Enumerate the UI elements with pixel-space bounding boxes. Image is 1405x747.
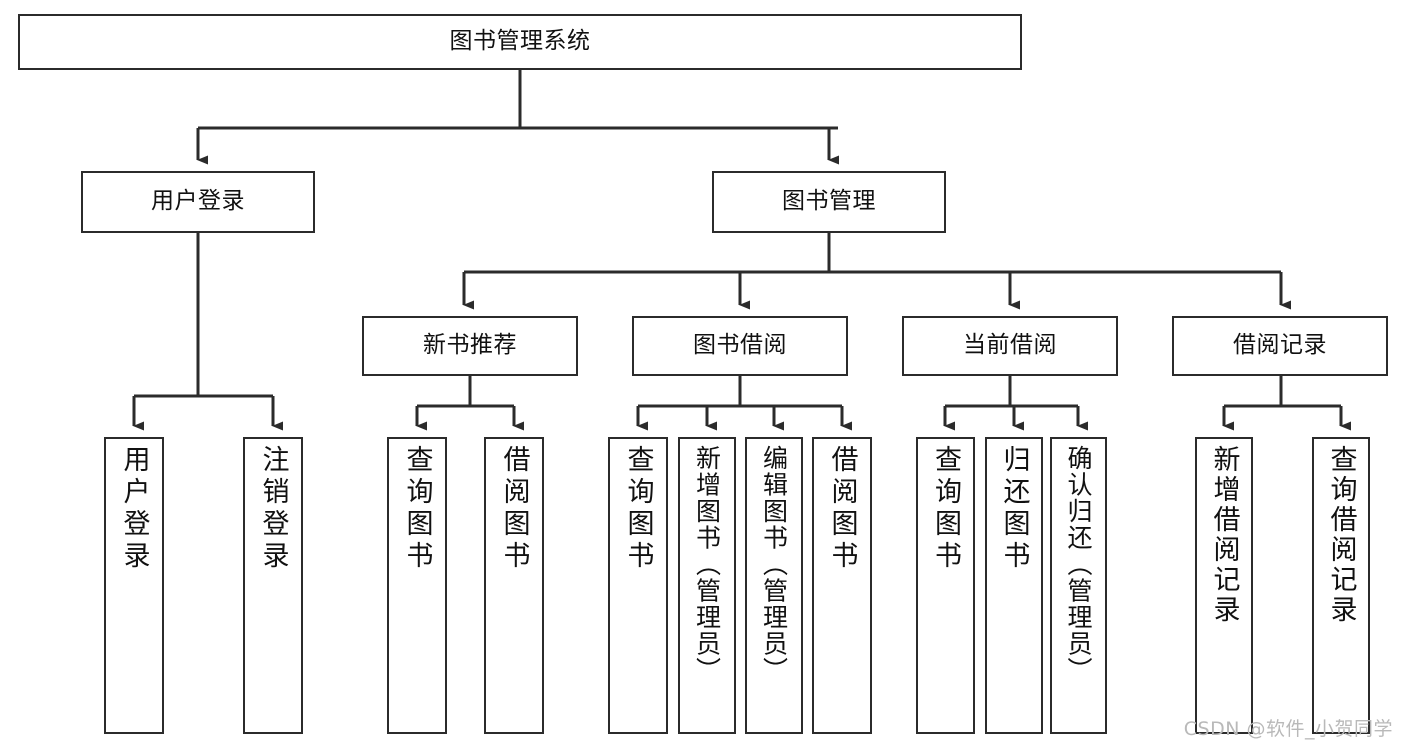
- node-label-leaf-borrow-book-rec: 借阅图书: [498, 445, 530, 573]
- node-leaf-query-book-rec[interactable]: 查询图书: [387, 437, 447, 734]
- node-label-leaf-add-record: 新增借阅记录: [1208, 445, 1240, 625]
- node-book-manage[interactable]: 图书管理: [712, 171, 946, 233]
- node-label-leaf-user-logout: 注销登录: [257, 445, 289, 573]
- node-new-book-rec[interactable]: 新书推荐: [362, 316, 578, 376]
- node-label-leaf-user-login: 用户登录: [118, 445, 150, 573]
- node-leaf-return-book[interactable]: 归还图书: [985, 437, 1043, 734]
- node-current-borrow[interactable]: 当前借阅: [902, 316, 1118, 376]
- node-label-new-book-rec: 新书推荐: [423, 332, 517, 359]
- node-label-book-manage: 图书管理: [782, 188, 876, 215]
- node-label-leaf-query-book-borrow: 查询图书: [622, 445, 654, 573]
- node-label-leaf-query-book-current: 查询图书: [930, 445, 961, 573]
- node-leaf-add-book[interactable]: 新增图书（管理员）: [678, 437, 736, 734]
- node-root[interactable]: 图书管理系统: [18, 14, 1022, 70]
- node-label-leaf-confirm-return: 确认归还（管理员）: [1064, 445, 1093, 684]
- node-book-borrow[interactable]: 图书借阅: [632, 316, 848, 376]
- node-leaf-query-record[interactable]: 查询借阅记录: [1312, 437, 1370, 734]
- node-label-borrow-record: 借阅记录: [1233, 332, 1327, 359]
- node-label-leaf-query-record: 查询借阅记录: [1325, 445, 1357, 625]
- node-label-leaf-add-book: 新增图书（管理员）: [692, 445, 722, 684]
- node-leaf-user-login[interactable]: 用户登录: [104, 437, 164, 734]
- node-leaf-edit-book[interactable]: 编辑图书（管理员）: [745, 437, 803, 734]
- node-borrow-record[interactable]: 借阅记录: [1172, 316, 1388, 376]
- node-leaf-borrow-book-rec[interactable]: 借阅图书: [484, 437, 544, 734]
- node-label-leaf-edit-book: 编辑图书（管理员）: [759, 445, 789, 684]
- node-label-book-borrow: 图书借阅: [693, 332, 787, 359]
- node-leaf-user-logout[interactable]: 注销登录: [243, 437, 303, 734]
- node-user-login[interactable]: 用户登录: [81, 171, 315, 233]
- node-leaf-borrow-book[interactable]: 借阅图书: [812, 437, 872, 734]
- node-leaf-add-record[interactable]: 新增借阅记录: [1195, 437, 1253, 734]
- node-leaf-query-book-borrow[interactable]: 查询图书: [608, 437, 668, 734]
- node-label-leaf-borrow-book: 借阅图书: [826, 445, 858, 573]
- csdn-watermark: CSDN @软件_小贺同学: [1183, 718, 1393, 740]
- node-label-leaf-query-book-rec: 查询图书: [401, 445, 433, 573]
- node-label-root: 图书管理系统: [449, 28, 591, 55]
- node-label-current-borrow: 当前借阅: [963, 332, 1057, 359]
- node-label-user-login: 用户登录: [151, 188, 245, 215]
- node-leaf-confirm-return[interactable]: 确认归还（管理员）: [1050, 437, 1107, 734]
- node-label-leaf-return-book: 归还图书: [998, 445, 1030, 573]
- node-leaf-query-book-current[interactable]: 查询图书: [916, 437, 975, 734]
